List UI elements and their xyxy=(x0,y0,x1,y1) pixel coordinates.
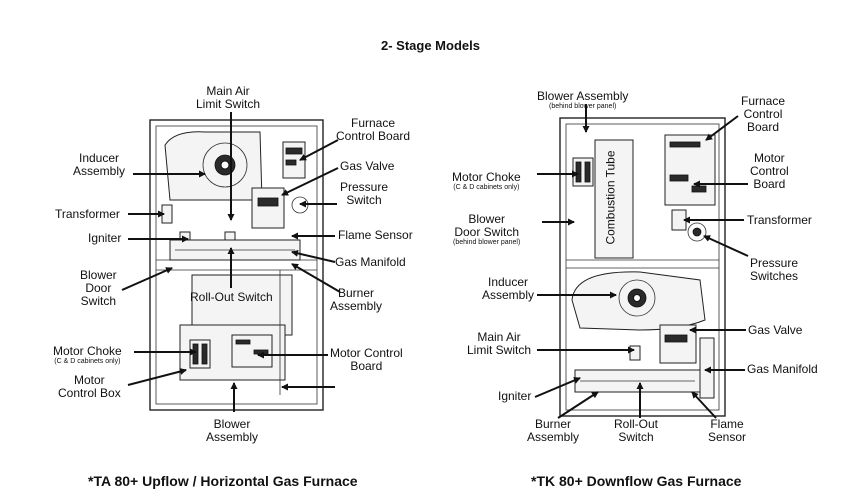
label-r-blower-assembly: Blower Assembly (behind blower panel) xyxy=(537,77,628,124)
left-inducer-assembly xyxy=(164,131,263,201)
label-l-inducer-assembly: Inducer Assembly xyxy=(73,151,126,178)
label-l-motor-choke: Motor Choke (C & D cabinets only) xyxy=(53,332,122,379)
label-r-burner-assembly: Burner Assembly xyxy=(527,417,580,444)
label-r-main-air-limit: Main Air Limit Switch xyxy=(467,330,532,357)
label-r-furnace-control-board: Furnace Control Board xyxy=(741,94,786,134)
label-l-blower-door-switch: Blower Door Switch xyxy=(80,268,117,308)
right-combustion-tube xyxy=(594,139,634,259)
right-motor-choke xyxy=(572,157,594,187)
caption-left: *TA 80+ Upflow / Horizontal Gas Furnace xyxy=(88,473,358,489)
label-r-blower-assembly-text: Blower Assembly xyxy=(537,89,629,103)
arrow-r-burner xyxy=(557,391,599,419)
label-r-gas-valve: Gas Valve xyxy=(748,323,803,337)
arrow-l-gas-manifold xyxy=(291,249,336,263)
left-gas-valve xyxy=(251,187,309,229)
label-r-igniter: Igniter xyxy=(498,389,532,403)
label-l-burner-assembly: Burner Assembly xyxy=(330,286,383,313)
label-r-roll-out-switch: Roll-Out Switch xyxy=(614,417,659,444)
label-l-gas-valve: Gas Valve xyxy=(340,159,395,173)
label-l-pressure-switch: Pressure Switch xyxy=(340,180,389,207)
arrow-r-flame-sensor xyxy=(691,391,717,419)
label-r-transformer: Transformer xyxy=(747,213,812,227)
arrow-r-igniter xyxy=(534,377,581,398)
arrow-l-burner xyxy=(291,263,341,293)
label-r-motor-control-board: Motor Control Board xyxy=(750,151,789,191)
label-r-blower-door-switch-text: Blower Door Switch xyxy=(454,212,519,239)
label-r-gas-manifold: Gas Manifold xyxy=(747,362,818,376)
label-l-motor-choke-sub: (C & D cabinets only) xyxy=(54,358,121,365)
label-l-gas-manifold: Gas Manifold xyxy=(335,255,406,269)
right-control-board xyxy=(664,134,716,206)
arrow-l-gas-valve xyxy=(281,167,339,196)
label-l-main-air-limit: Main Air Limit Switch xyxy=(196,84,261,111)
right-inducer-assembly xyxy=(571,271,706,331)
caption-right: *TK 80+ Downflow Gas Furnace xyxy=(531,473,742,489)
arrow-l-motor-box xyxy=(127,368,187,386)
label-r-motor-choke-text: Motor Choke xyxy=(452,170,521,184)
label-l-transformer: Transformer xyxy=(55,207,120,221)
arrow-r-pressure xyxy=(703,235,749,257)
label-r-inducer-assembly: Inducer Assembly xyxy=(482,275,535,302)
label-l-motor-control-board: Motor Control Board xyxy=(330,346,403,373)
label-r-motor-choke: Motor Choke (C & D cabinets only) xyxy=(452,158,521,205)
right-burner-manifold xyxy=(574,345,701,393)
label-l-furnace-control-board: Furnace Control Board xyxy=(336,116,411,143)
label-r-blower-assembly-sub: (behind blower panel) xyxy=(549,103,617,110)
label-r-blower-door-switch-sub: (behind blower panel) xyxy=(453,239,521,246)
arrow-l-control-board xyxy=(299,139,339,161)
right-gas-valve xyxy=(659,324,715,399)
left-control-board xyxy=(282,141,306,179)
label-r-motor-choke-sub: (C & D cabinets only) xyxy=(453,184,520,191)
page-title: 2- Stage Models xyxy=(381,38,480,53)
left-blower-box xyxy=(179,270,293,395)
label-l-blower-assembly: Blower Assembly xyxy=(206,417,259,444)
label-l-motor-choke-text: Motor Choke xyxy=(53,344,122,358)
label-l-flame-sensor: Flame Sensor xyxy=(338,228,413,242)
arrow-r-control-board xyxy=(705,115,739,141)
label-l-igniter: Igniter xyxy=(88,231,122,245)
label-r-blower-door-switch: Blower Door Switch (behind blower panel) xyxy=(453,200,520,260)
label-r-flame-sensor: Flame Sensor xyxy=(708,417,747,444)
label-l-roll-out-switch: Roll-Out Switch xyxy=(190,290,273,304)
label-r-pressure-switches: Pressure Switches xyxy=(750,256,799,283)
label-r-combustion-tube: Combustion Tube xyxy=(603,150,618,245)
label-l-motor-control-box: Motor Control Box xyxy=(58,373,121,400)
arrow-l-blower-door xyxy=(121,267,173,291)
